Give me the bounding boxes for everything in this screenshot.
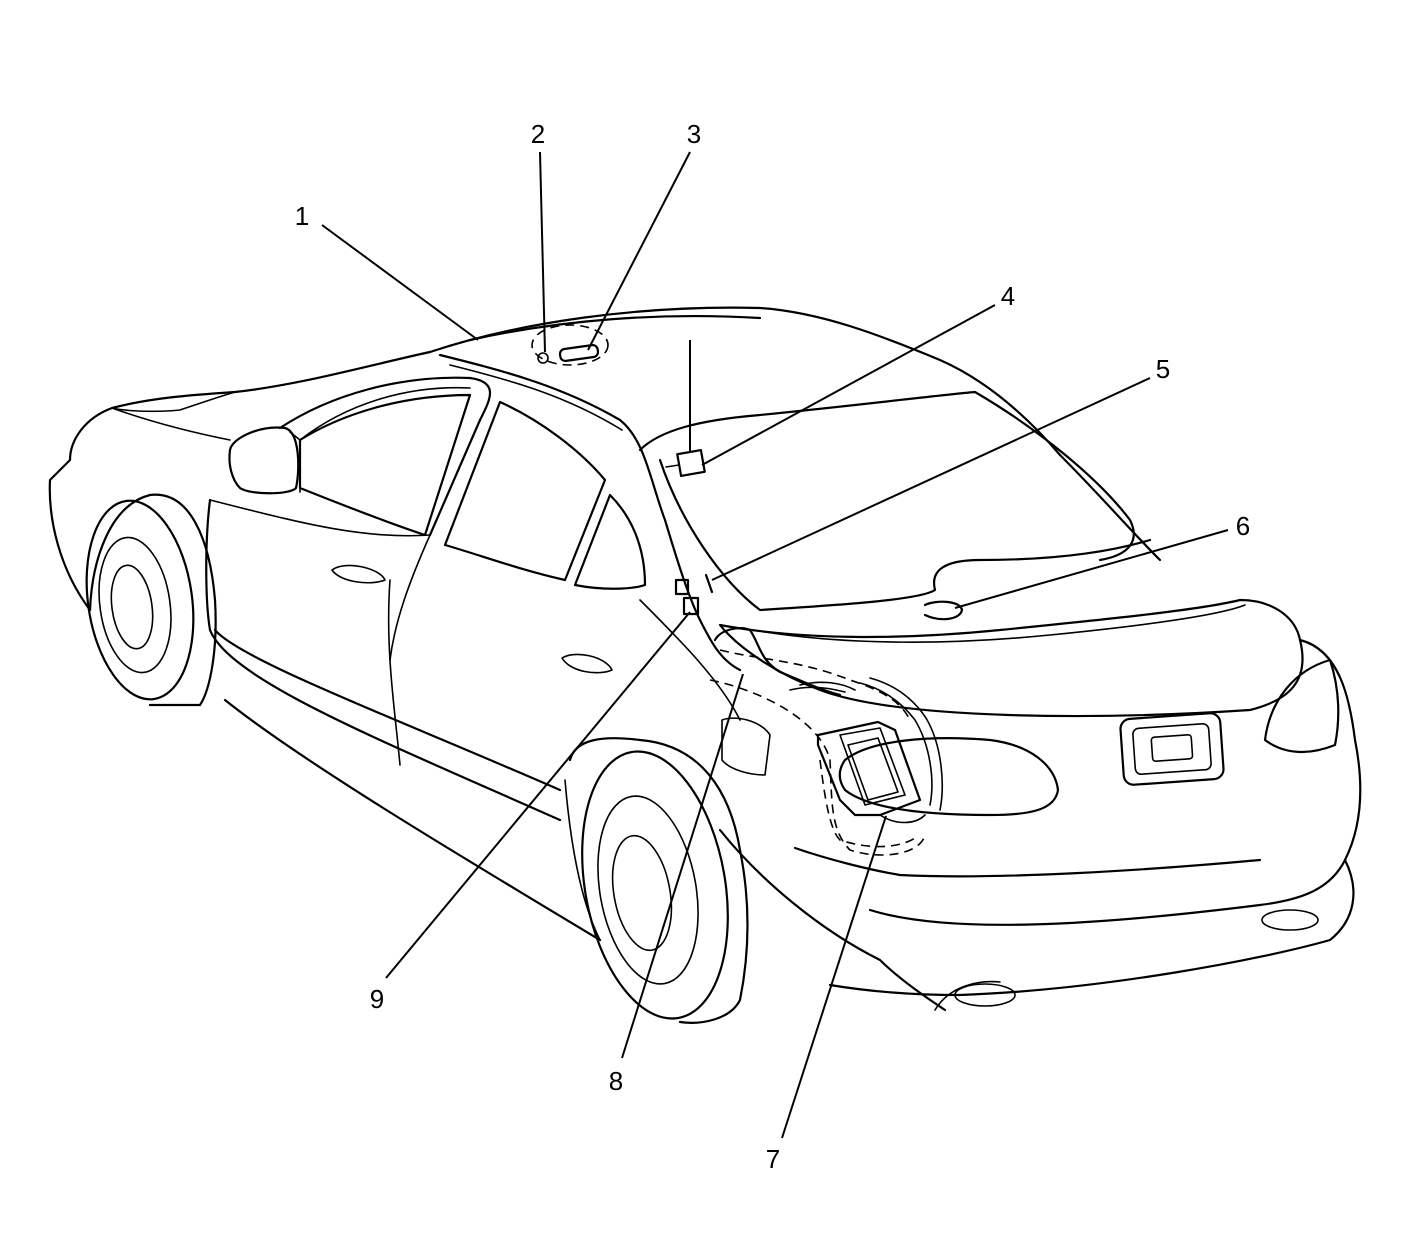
callout-6: 6 [1236, 511, 1250, 541]
callout-3: 3 [687, 119, 701, 149]
pillar-connector-upper [674, 578, 690, 596]
leader-line-4 [701, 304, 996, 466]
leader-line-8 [621, 673, 744, 1059]
callout-2: 2 [531, 119, 545, 149]
leader-line-3 [587, 151, 691, 351]
callout-labels: 1 2 3 4 5 6 7 8 9 [295, 119, 1250, 1174]
callout-5: 5 [1156, 354, 1170, 384]
leader-line-6 [954, 529, 1229, 609]
leader-lines [321, 151, 1229, 1139]
rear-window-module [676, 448, 706, 478]
leader-line-2 [539, 151, 546, 353]
car-body [48, 306, 1362, 1024]
callout-1: 1 [295, 201, 309, 231]
components [438, 324, 964, 856]
callout-9: 9 [370, 984, 384, 1014]
callout-8: 8 [609, 1066, 623, 1096]
callout-7: 7 [766, 1144, 780, 1174]
roof-module-outline [531, 324, 609, 366]
leader-line-7 [781, 815, 887, 1139]
roof-antenna [558, 343, 600, 363]
roof-antenna-base [537, 352, 549, 364]
leader-line-1 [321, 224, 479, 341]
leader-line-9 [385, 611, 691, 979]
callout-4: 4 [1001, 281, 1015, 311]
pillar-connector-lower [682, 596, 700, 616]
leader-line-5 [711, 377, 1151, 581]
